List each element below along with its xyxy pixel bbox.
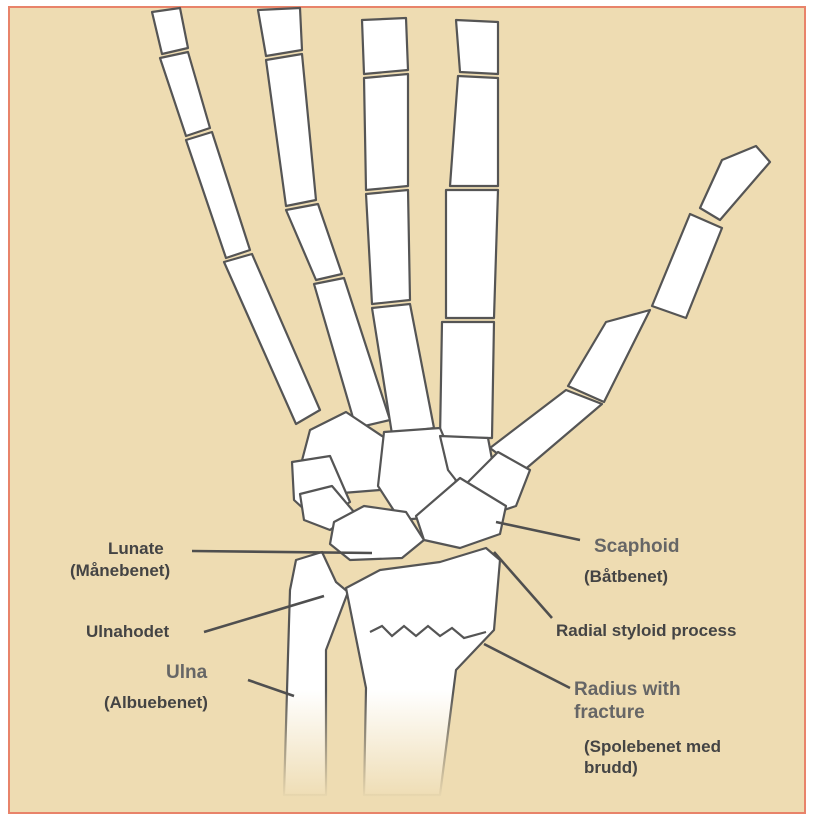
label-scaphoid: Scaphoid [594,536,680,557]
forearm-fade [270,690,470,800]
label-radius-native-line1: (Spolebenet med [584,736,721,757]
label-ulna: Ulna [166,662,207,683]
index-finger-bones [440,20,498,438]
leader-line-scaphoid [496,522,580,540]
leader-line-radial-styloid [494,552,552,618]
label-lunate-native: (Månebenet) [70,560,170,581]
thumb-bones [490,146,770,472]
label-ulna-native: (Albuebenet) [104,692,208,713]
label-radial-styloid: Radial styloid process [556,620,736,641]
label-radius-line2: fracture [574,702,645,723]
label-lunate: Lunate [108,538,164,559]
carpal-bones [292,412,530,560]
label-radius-line1: Radius with [574,679,681,700]
label-ulnahodet: Ulnahodet [86,621,169,642]
label-radius-native-line2: brudd) [584,757,638,778]
leader-line-radius [484,644,570,688]
label-scaphoid-native: (Båtbenet) [584,566,668,587]
